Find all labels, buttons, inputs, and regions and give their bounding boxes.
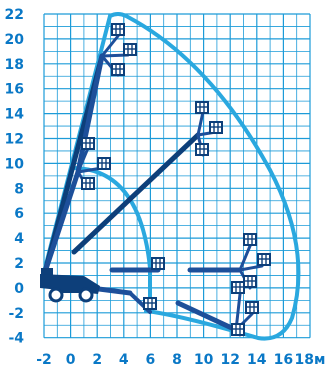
x-tick-label: 4 xyxy=(119,352,129,367)
y-tick-label: 18 xyxy=(5,57,24,73)
jib-upper-a xyxy=(100,34,120,58)
machine-base-icon xyxy=(40,268,100,303)
wheel-front xyxy=(48,287,64,303)
x-tick-label: 0 xyxy=(66,352,76,367)
y-tick-label: 16 xyxy=(5,82,24,98)
x-tick-label: 16 xyxy=(274,352,293,367)
platform-basket-icon xyxy=(257,253,271,266)
platform-basket-icon xyxy=(81,137,95,150)
platform-basket-icon xyxy=(243,233,257,246)
mid-boom xyxy=(71,132,201,255)
platform-basket-icon xyxy=(111,23,125,36)
x-tick-label: 14 xyxy=(247,352,267,367)
y-tick-label: 4 xyxy=(14,231,24,247)
platform-basket-icon xyxy=(195,101,209,114)
y-tick-label: 6 xyxy=(14,206,24,222)
platform-basket-icon xyxy=(143,297,157,310)
y-tick-label: -4 xyxy=(8,331,24,347)
platform-basket-icon xyxy=(231,323,245,336)
y-tick-label: -2 xyxy=(8,306,24,322)
x-tick-label: 2 xyxy=(92,352,102,367)
y-tick-label: 14 xyxy=(5,107,25,123)
platform-basket-icon xyxy=(231,281,245,294)
platform-basket-icon xyxy=(97,157,111,170)
y-tick-label: 0 xyxy=(14,281,24,297)
low-boom-c xyxy=(175,300,239,333)
x-tick-label: 8 xyxy=(172,352,182,367)
y-tick-label: 20 xyxy=(5,32,25,48)
y-tick-label: 12 xyxy=(5,132,24,148)
jib-mid-a xyxy=(76,146,90,174)
platform-basket-icon xyxy=(245,301,259,314)
x-tick-label: 12 xyxy=(220,352,239,367)
platform-basket-icon xyxy=(195,143,209,156)
platform-basket-icon xyxy=(81,177,95,190)
wheel-rear xyxy=(78,287,94,303)
y-tick-label: 8 xyxy=(14,181,24,197)
basket-group xyxy=(81,23,271,336)
y-tick-label: 10 xyxy=(5,156,25,172)
x-tick-label: -2 xyxy=(36,352,52,367)
platform-basket-icon xyxy=(123,43,137,56)
jib-low-right-b xyxy=(238,264,264,272)
platform-basket-icon xyxy=(243,275,257,288)
y-tick-label: 22 xyxy=(5,7,24,23)
x-tick-label: 18м xyxy=(295,352,326,367)
jib-low-right-a xyxy=(238,244,252,272)
platform-basket-icon xyxy=(209,121,223,134)
x-tick-label: 10 xyxy=(194,352,214,367)
platform-basket-icon xyxy=(151,257,165,270)
lower-boom xyxy=(42,169,81,275)
y-tick-label: 2 xyxy=(14,256,24,272)
upper-arm xyxy=(75,53,105,175)
x-tick-label: 6 xyxy=(146,352,156,367)
jib-right-a xyxy=(196,110,205,137)
platform-basket-icon xyxy=(111,63,125,76)
